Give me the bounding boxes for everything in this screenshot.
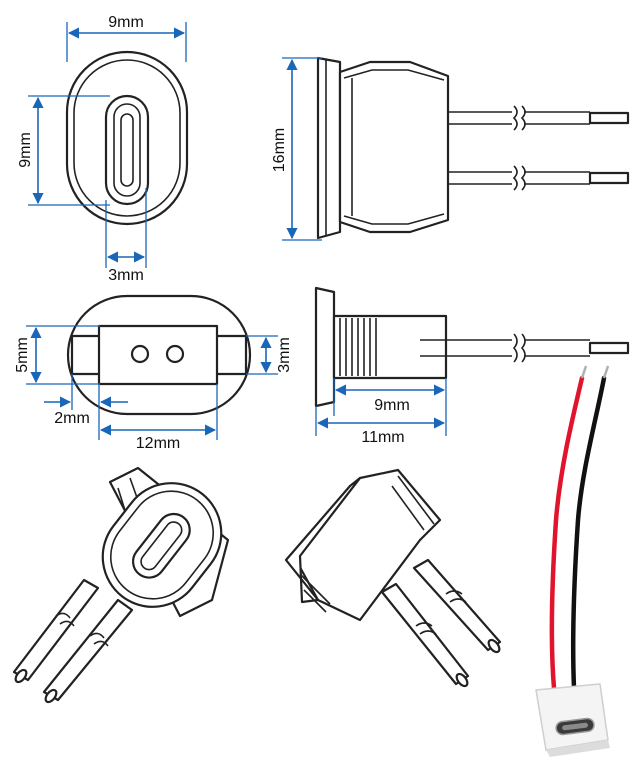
iso-front-pins (12, 578, 134, 704)
side-lower-wire-tip (588, 171, 630, 185)
side-section-view: 9mm 11mm (314, 286, 630, 446)
side-upper-wire-tip (588, 111, 630, 125)
side-height-label: 16mm (271, 128, 288, 172)
section-body (332, 314, 448, 380)
section-wire-break-2 (520, 333, 526, 363)
iso-back-pin-left (380, 582, 470, 686)
front-width-label: 9mm (108, 14, 144, 31)
iso-back-pins (380, 558, 502, 688)
bottom-pin-hole-left (130, 344, 150, 364)
iso-back-top-clip (391, 475, 435, 531)
front-port-slot (120, 113, 134, 187)
black-wire-tip (602, 365, 610, 379)
bottom-right-label: 3mm (276, 337, 293, 373)
side-lower-wire (448, 165, 630, 191)
iso-front-pin-left (12, 578, 100, 682)
front-height-label: 9mm (17, 132, 34, 168)
side-body (338, 60, 450, 234)
iso-back-flange (284, 476, 362, 604)
bottom-center-block (97, 324, 219, 386)
front-view: 9mm 9mm 3mm (17, 14, 189, 284)
isometric-front-view (12, 466, 230, 704)
front-inner-rim (73, 59, 181, 217)
section-b-label: 11mm (361, 429, 404, 446)
iso-front-pin-right (42, 598, 134, 702)
section-wire-entry (420, 339, 446, 357)
iso-front-pin-break-left (55, 612, 75, 627)
section-a-label: 9mm (374, 397, 410, 414)
side-flange (316, 56, 342, 240)
front-slot-label: 3mm (108, 267, 144, 284)
iso-back-pin-right (412, 558, 502, 652)
iso-front-face-group (101, 482, 223, 608)
side-body-top-clip (343, 69, 445, 81)
bottom-offset-label: 2mm (54, 410, 90, 427)
usb-c-port-tongue (562, 722, 588, 731)
housing-shadow (546, 740, 610, 757)
black-wire (570, 375, 607, 691)
iso-back-pin-break-left (415, 622, 437, 635)
front-port-outer (104, 94, 150, 206)
bottom-view: 5mm 3mm 2mm 12mm (14, 294, 293, 452)
bottom-right-tab (214, 334, 248, 376)
bottom-left-tab (70, 334, 102, 376)
red-wire-tip (580, 365, 588, 379)
section-thread (339, 318, 377, 376)
bottom-left-label: 5mm (14, 337, 31, 373)
iso-back-body (294, 468, 442, 622)
section-wire-tip (588, 341, 630, 355)
iso-back-side-clip (299, 573, 331, 613)
red-wire (549, 375, 585, 691)
bottom-length-label: 12mm (136, 435, 180, 452)
side-upper-wire (448, 105, 630, 131)
iso-back-pin-break-right (445, 590, 467, 603)
iso-front-port (131, 512, 191, 579)
side-view: 16mm (271, 56, 630, 241)
bottom-pin-hole-right (165, 344, 185, 364)
isometric-back-view (284, 468, 502, 688)
front-port-middle (113, 103, 141, 197)
side-body-bottom-clip (343, 213, 445, 225)
housing-white (535, 683, 609, 751)
usb-c-cable-photo-icon (535, 365, 610, 757)
section-wire-break-1 (512, 333, 518, 363)
iso-front-pin-break-right (89, 632, 109, 647)
section-flange (314, 286, 336, 408)
